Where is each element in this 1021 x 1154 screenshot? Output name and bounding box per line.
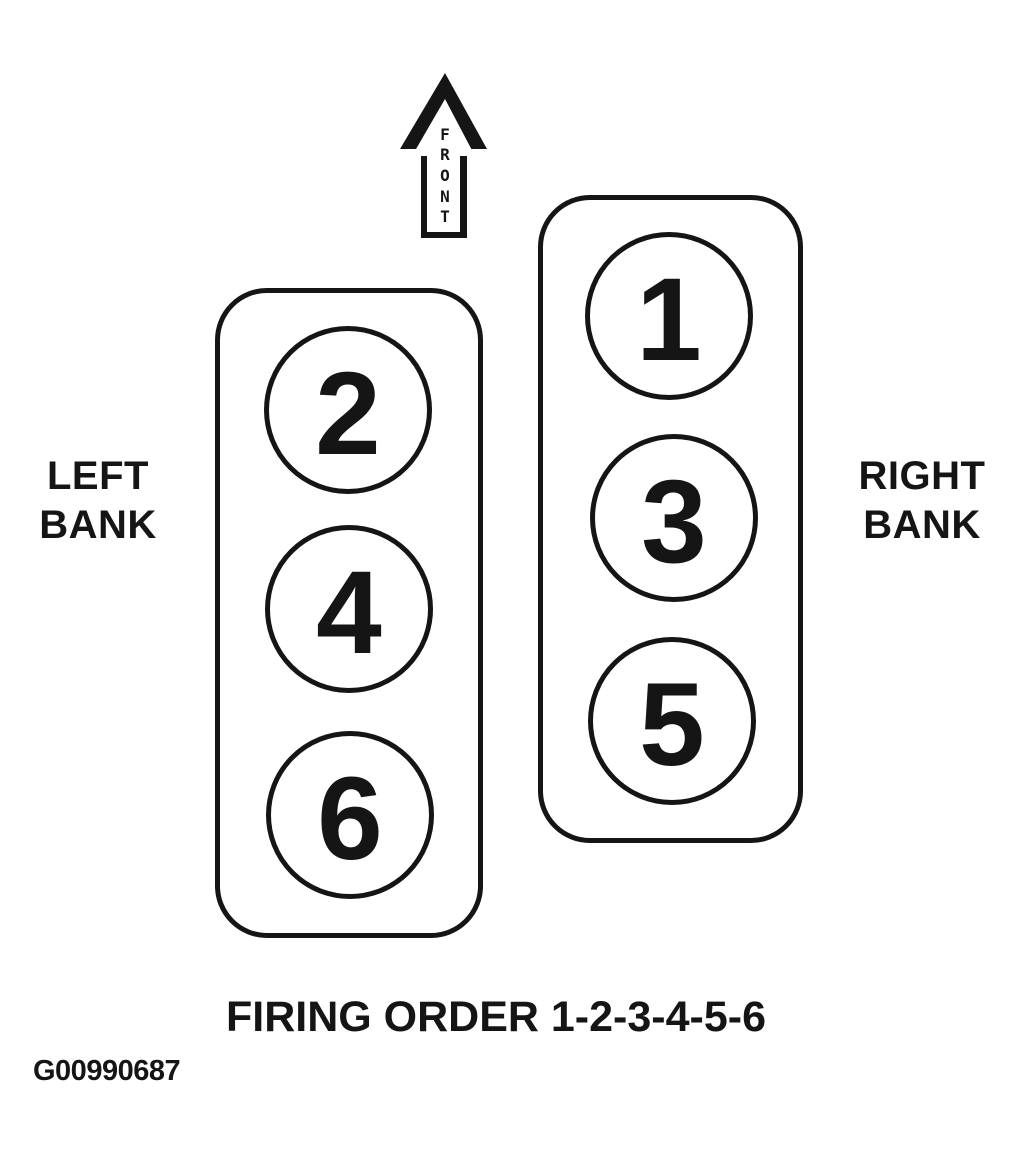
firing-order-caption: FIRING ORDER 1-2-3-4-5-6: [226, 993, 766, 1041]
figure-id: G00990687: [33, 1055, 181, 1087]
front-arrow-letter: F: [440, 125, 450, 144]
cylinder-circle: 1: [585, 232, 753, 400]
cylinder-number: 2: [315, 348, 381, 480]
cylinder-number: 4: [316, 547, 382, 679]
front-arrow-letter: T: [440, 207, 450, 226]
right-bank-block: 1 3 5: [538, 195, 803, 843]
left-bank-label: LEFT BANK: [22, 452, 174, 550]
left-bank-block: 2 4 6: [215, 288, 483, 938]
cylinder-number: 5: [639, 659, 705, 791]
up-arrow-icon: F R O N T: [400, 73, 487, 238]
front-arrow-letter: O: [440, 166, 450, 185]
cylinder-circle: 4: [265, 525, 433, 693]
right-bank-label: RIGHT BANK: [843, 452, 1001, 550]
left-bank-label-line2: BANK: [39, 503, 157, 547]
cylinder-circle: 3: [590, 434, 758, 602]
cylinder-number: 6: [317, 753, 383, 885]
cylinder-number: 1: [636, 254, 702, 386]
right-bank-label-line1: RIGHT: [858, 454, 986, 498]
left-bank-label-line1: LEFT: [47, 454, 149, 498]
front-direction-arrow: F R O N T: [395, 68, 495, 243]
right-bank-label-line2: BANK: [863, 503, 981, 547]
cylinder-circle: 2: [264, 326, 432, 494]
front-arrow-letter: N: [440, 187, 450, 206]
cylinder-number: 3: [641, 456, 707, 588]
cylinder-circle: 6: [266, 731, 434, 899]
cylinder-circle: 5: [588, 637, 756, 805]
arrow-inner-shape: [412, 99, 475, 232]
front-arrow-letter: R: [440, 145, 450, 164]
